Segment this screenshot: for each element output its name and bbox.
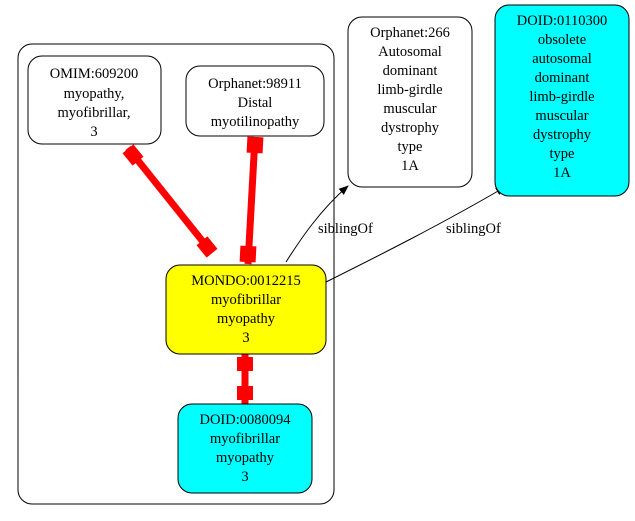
node-doid-0110300[interactable]: DOID:0110300 obsolete autosomal dominant… (494, 4, 630, 197)
node-label: autosomal (532, 51, 592, 67)
node-label: 3 (241, 469, 248, 485)
node-doid-0080094[interactable]: DOID:0080094 myofibrillar myopathy 3 (177, 403, 313, 494)
node-label: 3 (242, 330, 249, 346)
node-label: dystrophy (381, 120, 440, 136)
node-label: myotilinopathy (211, 114, 300, 130)
node-label: type (398, 139, 423, 155)
edge-omim-to-mondo (122, 144, 218, 258)
cluster-box (17, 43, 335, 505)
node-orphanet-266[interactable]: Orphanet:266 Autosomal dominant limb-gir… (347, 16, 473, 188)
node-label: limb-girdle (377, 82, 442, 98)
node-label: myopathy, (64, 86, 125, 102)
edge-mondo-to-doid0080094 (237, 354, 253, 404)
node-mondo-0012215[interactable]: MONDO:0012215 myofibrillar myopathy 3 (165, 264, 327, 355)
node-label: MONDO:0012215 (191, 273, 301, 289)
node-label: Orphanet:98911 (208, 76, 302, 92)
edge-orphanet98911-to-mondo (239, 136, 264, 265)
node-label: limb-girdle (529, 89, 594, 105)
edge-label-siblingof-2: siblingOf (446, 221, 501, 237)
edge-mondo-to-doid0110300: siblingOf (325, 186, 506, 283)
node-label: OMIM:609200 (50, 66, 139, 82)
edge-label-siblingof-1: siblingOf (318, 221, 373, 237)
node-label: muscular (535, 108, 588, 124)
node-label: myofibrillar (211, 292, 281, 308)
node-label: Autosomal (378, 44, 442, 60)
node-label: dominant (383, 63, 438, 79)
node-label: 1A (553, 165, 571, 181)
edge-mondo-to-orphanet266: siblingOf (285, 185, 373, 263)
node-label: dominant (535, 70, 590, 86)
node-label: myofibrillar, (57, 105, 130, 121)
node-label: Distal (238, 95, 273, 111)
node-label: DOID:0080094 (199, 412, 291, 428)
node-label: Orphanet:266 (370, 25, 450, 41)
node-label: myofibrillar (210, 431, 280, 447)
node-label: 1A (401, 158, 419, 174)
node-label: muscular (383, 101, 436, 117)
node-label: myopathy (216, 450, 275, 466)
node-label: 3 (90, 124, 97, 140)
node-label: type (550, 146, 575, 162)
node-orphanet-98911[interactable]: Orphanet:98911 Distal myotilinopathy (185, 65, 325, 137)
node-label: obsolete (538, 32, 586, 48)
node-label: dystrophy (533, 127, 592, 143)
node-label: myopathy (217, 311, 276, 327)
node-label: DOID:0110300 (517, 13, 607, 29)
node-omim-609200[interactable]: OMIM:609200 myopathy, myofibrillar, 3 (27, 55, 162, 145)
